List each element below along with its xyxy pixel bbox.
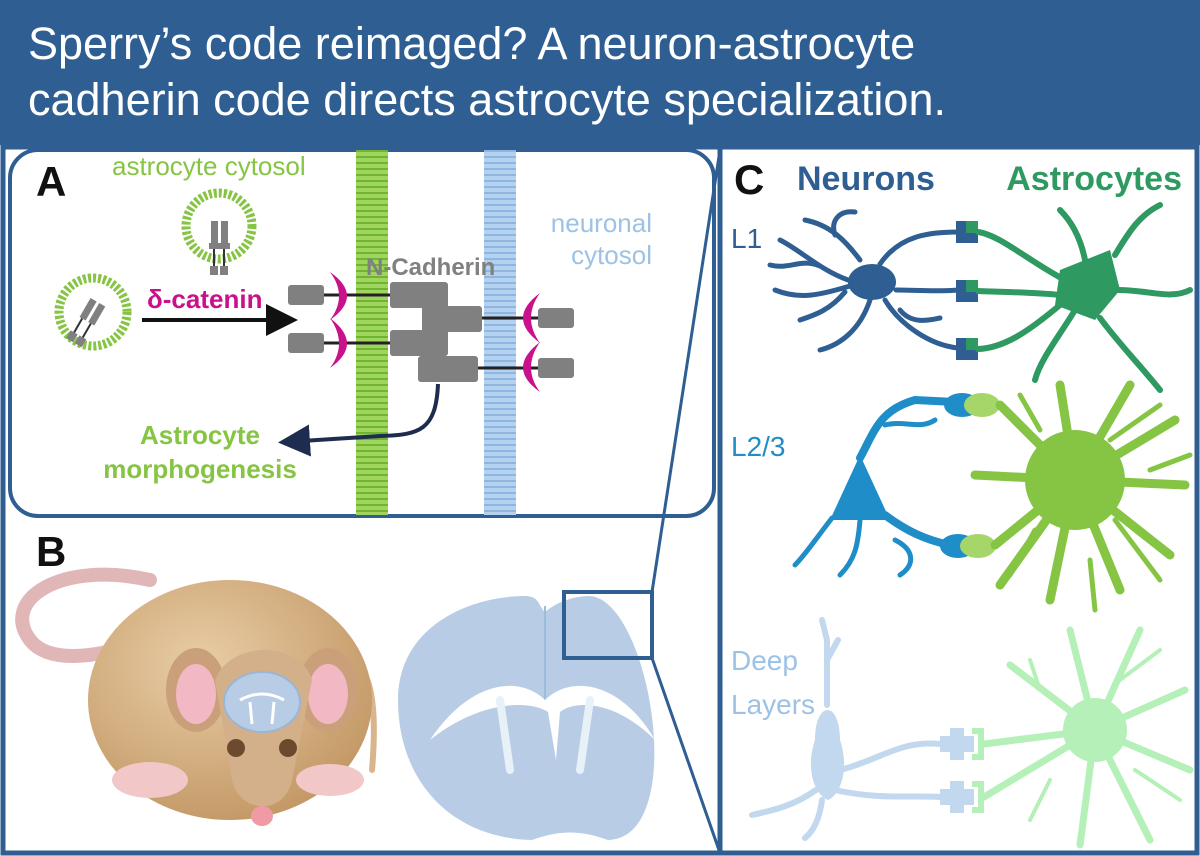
deep-layers-label-2: Layers	[731, 689, 815, 720]
morphogenesis-label-1: Astrocyte	[140, 420, 260, 450]
mouse-brain-inset	[223, 671, 301, 733]
title-line-2: cadherin code directs astrocyte speciali…	[28, 74, 946, 125]
astrocytes-heading: Astrocytes	[1006, 160, 1182, 198]
zoom-line-top	[650, 149, 722, 593]
title-line-1: Sperry’s code reimaged? A neuron-astrocy…	[28, 18, 916, 69]
neuronal-cytosol-label-1: neuronal	[551, 208, 652, 238]
zoom-line-bottom	[650, 657, 722, 854]
mouse-right-eye	[279, 739, 297, 757]
layer-1-contacts	[956, 221, 978, 360]
morphogenesis-label-2: morphogenesis	[103, 454, 297, 484]
mouse-left-paw	[112, 762, 188, 798]
mouse-right-paw	[296, 764, 364, 796]
zoom-box	[562, 590, 654, 660]
deep-layer-contacts	[940, 728, 984, 813]
deep-layer-neuron	[749, 617, 943, 841]
layer-2-3-astrocyte	[970, 380, 1193, 613]
panel-a: A astrocyte cytosol neuronal cytosol	[8, 148, 716, 518]
vesicle-left	[54, 273, 132, 351]
content-frame	[0, 144, 1200, 856]
panel-b: B	[15, 149, 722, 854]
panel-b-letter: B	[36, 528, 66, 575]
panel-c: C Neurons Astrocytes L1 L2/3 Deep Layers	[731, 156, 1194, 849]
layer-1-neuron	[767, 209, 961, 353]
n-cadherin-label: N-Cadherin	[366, 254, 495, 281]
delta-catenin-label: δ-catenin	[147, 284, 262, 314]
title-banner: Sperry’s code reimaged? A neuron-astrocy…	[0, 0, 1200, 145]
mouse-nose	[251, 806, 273, 826]
coronal-brain-section	[398, 149, 722, 854]
panel-a-letter: A	[36, 158, 66, 205]
panel-c-letter: C	[734, 156, 764, 203]
neurons-heading: Neurons	[797, 160, 935, 198]
mouse-left-eye	[227, 739, 245, 757]
deep-layer-astrocyte	[980, 626, 1194, 849]
layer-1-astrocyte	[975, 202, 1193, 393]
neuronal-cytosol-label-2: cytosol	[571, 240, 652, 270]
vesicle-top	[181, 188, 257, 275]
layer-1-label: L1	[731, 223, 762, 254]
morphogenesis-arrow	[278, 383, 440, 457]
layer-2-3-label: L2/3	[731, 431, 786, 462]
astrocyte-cytosol-label: astrocyte cytosol	[112, 151, 306, 181]
astrocyte-membrane	[356, 150, 388, 515]
neuronal-membrane	[484, 150, 516, 515]
layer-2-3-neuron	[792, 393, 1000, 578]
deep-layers-label-1: Deep	[731, 645, 798, 676]
mouse-illustration	[15, 567, 377, 826]
delta-catenin-crescents	[330, 272, 540, 392]
n-cadherin-complexes	[288, 282, 574, 382]
